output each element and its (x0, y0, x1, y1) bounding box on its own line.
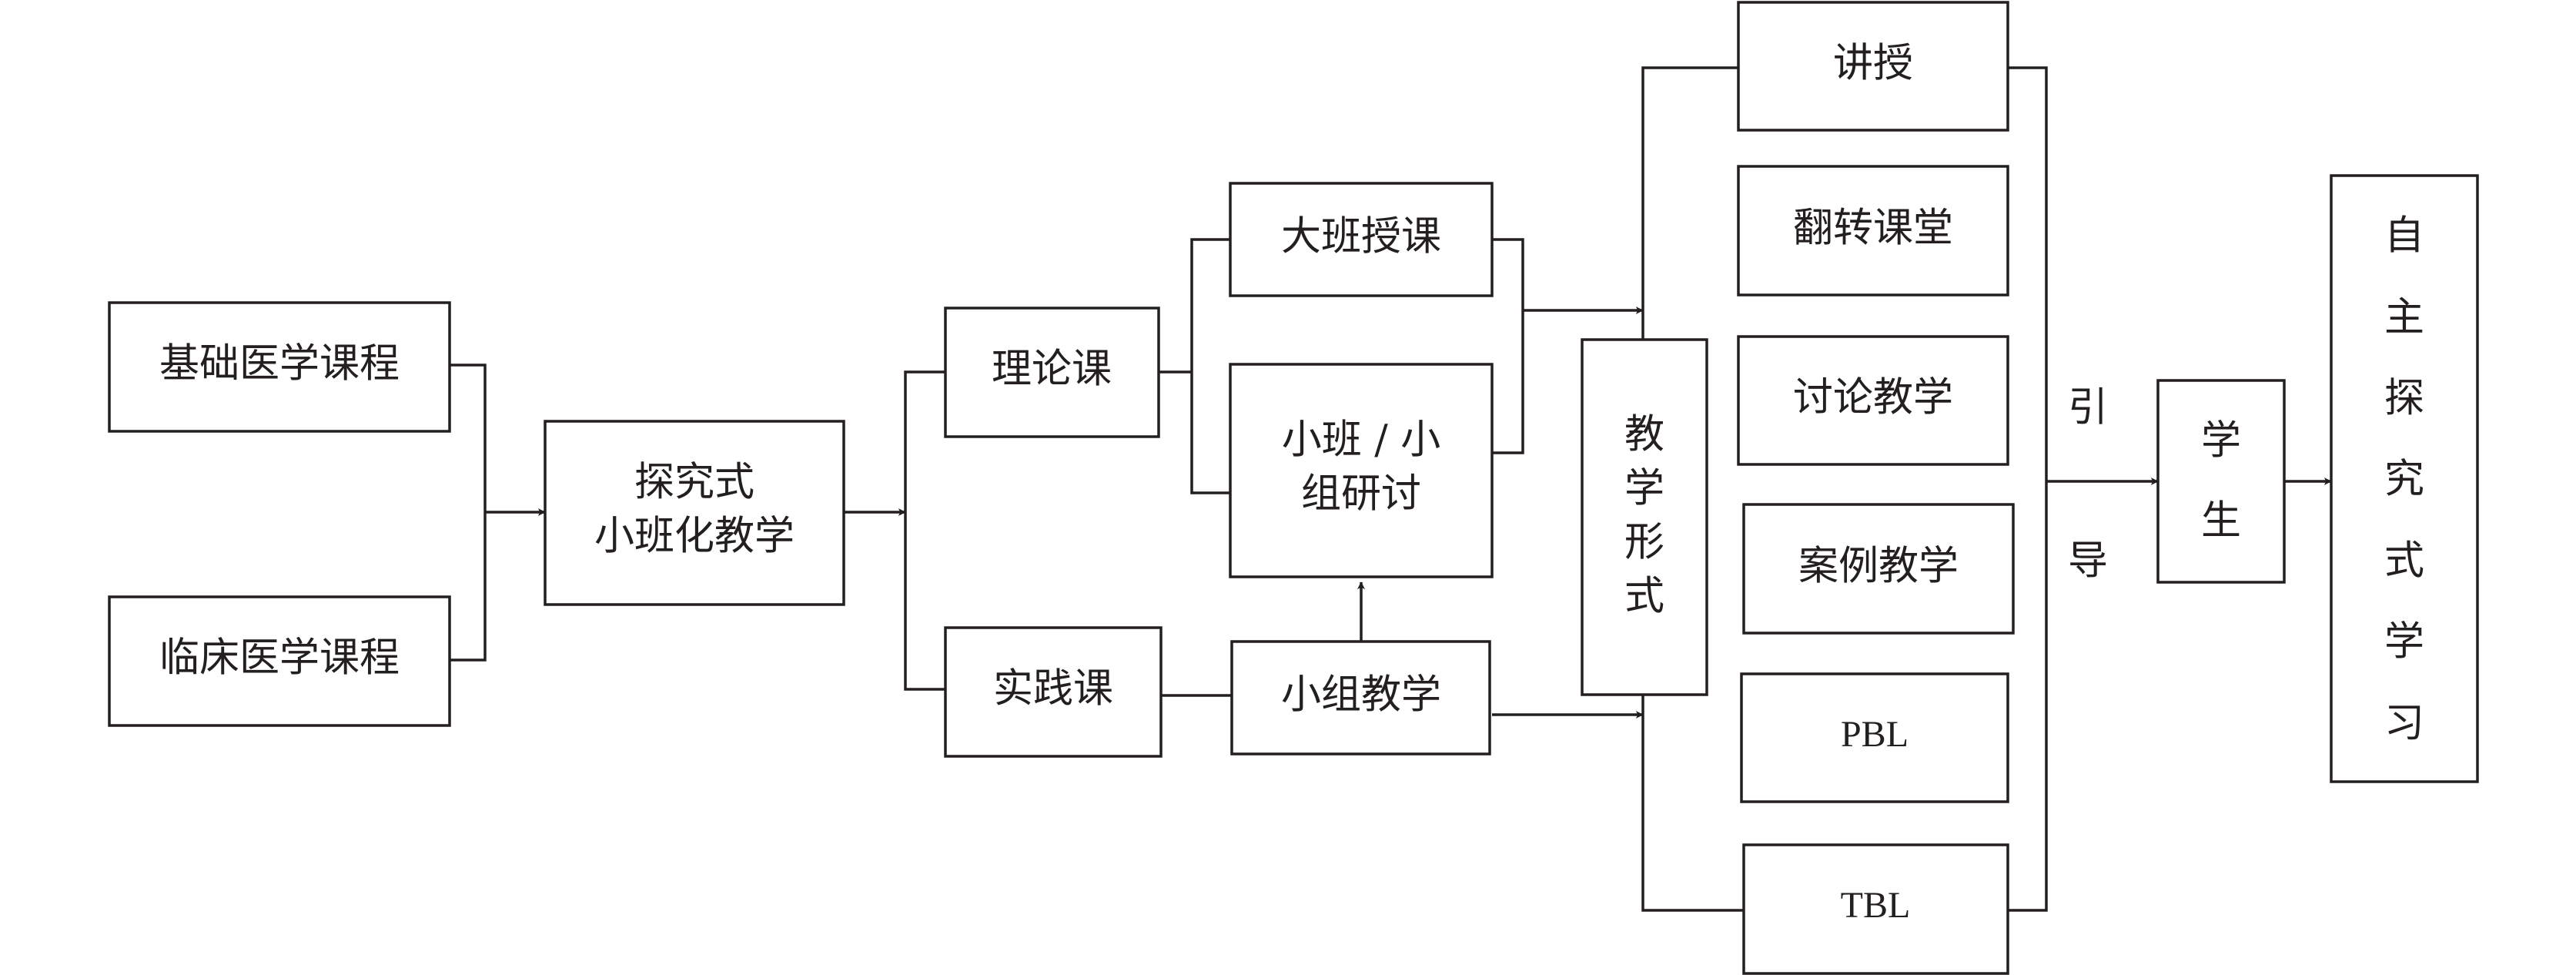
large-class-label: 大班授课 (1281, 214, 1441, 260)
bracket-forms-right (2008, 66, 2048, 912)
node-form-discussion: 讨论教学 (1737, 335, 2009, 466)
node-self-inquiry-learning: 自 主 探 究 式 学 习 (2330, 174, 2479, 783)
connector-theory-split (1190, 238, 1230, 494)
student-char: 生 (2201, 498, 2241, 544)
nodes: 基础医学课程 临床医学课程 探究式 小班化教学 理论课 实践课 大班授课 小班 … (108, 1, 2479, 975)
guide-char: 导 (2068, 538, 2108, 585)
guide-label: 引 导 (2068, 385, 2108, 585)
teaching-form-char: 教 (1624, 412, 1664, 458)
node-basic-course: 基础医学课程 (108, 301, 451, 433)
connector-split (904, 370, 945, 691)
outcome-char: 究 (2384, 457, 2424, 503)
node-practice: 实践课 (944, 626, 1163, 758)
theory-label: 理论课 (992, 347, 1112, 393)
student-char: 学 (2201, 418, 2241, 464)
node-form-flipped: 翻转课堂 (1737, 165, 2009, 297)
seminar-line1: 小班 / 小 (1282, 417, 1441, 464)
node-student: 学 生 (2156, 379, 2286, 584)
method-line1: 探究式 (634, 460, 754, 506)
method-line2: 小班化教学 (594, 514, 795, 560)
outcome-char: 学 (2384, 619, 2424, 665)
node-teaching-form: 教 学 形 式 (1581, 338, 1708, 696)
connector-merge (1492, 238, 1524, 454)
clinical-course-label: 临床医学课程 (159, 635, 400, 682)
guide-char: 引 (2068, 385, 2108, 431)
form-lecture-label: 讲授 (1833, 41, 1913, 87)
outcome-char: 探 (2384, 376, 2424, 422)
node-form-tbl: TBL (1742, 843, 2009, 975)
outcome-char: 主 (2384, 295, 2424, 341)
node-form-lecture: 讲授 (1737, 1, 2009, 132)
form-tbl-label: TBL (1841, 885, 1911, 926)
form-discussion-label: 讨论教学 (1793, 375, 1953, 421)
form-pbl-label: PBL (1841, 714, 1909, 755)
seminar-line2: 组研讨 (1301, 471, 1421, 518)
outcome-char: 习 (2384, 701, 2424, 747)
form-case-label: 案例教学 (1798, 544, 1959, 590)
form-flipped-label: 翻转课堂 (1793, 206, 1953, 252)
node-inquiry-small-class: 探究式 小班化教学 (544, 420, 845, 606)
basic-course-label: 基础医学课程 (159, 341, 400, 387)
teaching-form-char: 形 (1624, 520, 1664, 566)
outcome-char: 式 (2384, 538, 2424, 585)
connectors (450, 66, 2332, 912)
connector-basic (450, 364, 487, 662)
practice-label: 实践课 (993, 666, 1113, 712)
group-teaching-label: 小组教学 (1281, 672, 1441, 719)
node-seminar: 小班 / 小 组研讨 (1229, 363, 1494, 578)
node-clinical-course: 临床医学课程 (108, 595, 451, 727)
outcome-char: 自 (2384, 213, 2424, 260)
node-large-class: 大班授课 (1229, 182, 1494, 297)
node-group-teaching: 小组教学 (1230, 640, 1491, 756)
node-theory: 理论课 (944, 307, 1160, 438)
node-form-pbl: PBL (1740, 672, 2009, 803)
teaching-form-char: 式 (1624, 574, 1664, 620)
node-form-case: 案例教学 (1742, 503, 2015, 635)
teaching-form-char: 学 (1624, 466, 1664, 512)
